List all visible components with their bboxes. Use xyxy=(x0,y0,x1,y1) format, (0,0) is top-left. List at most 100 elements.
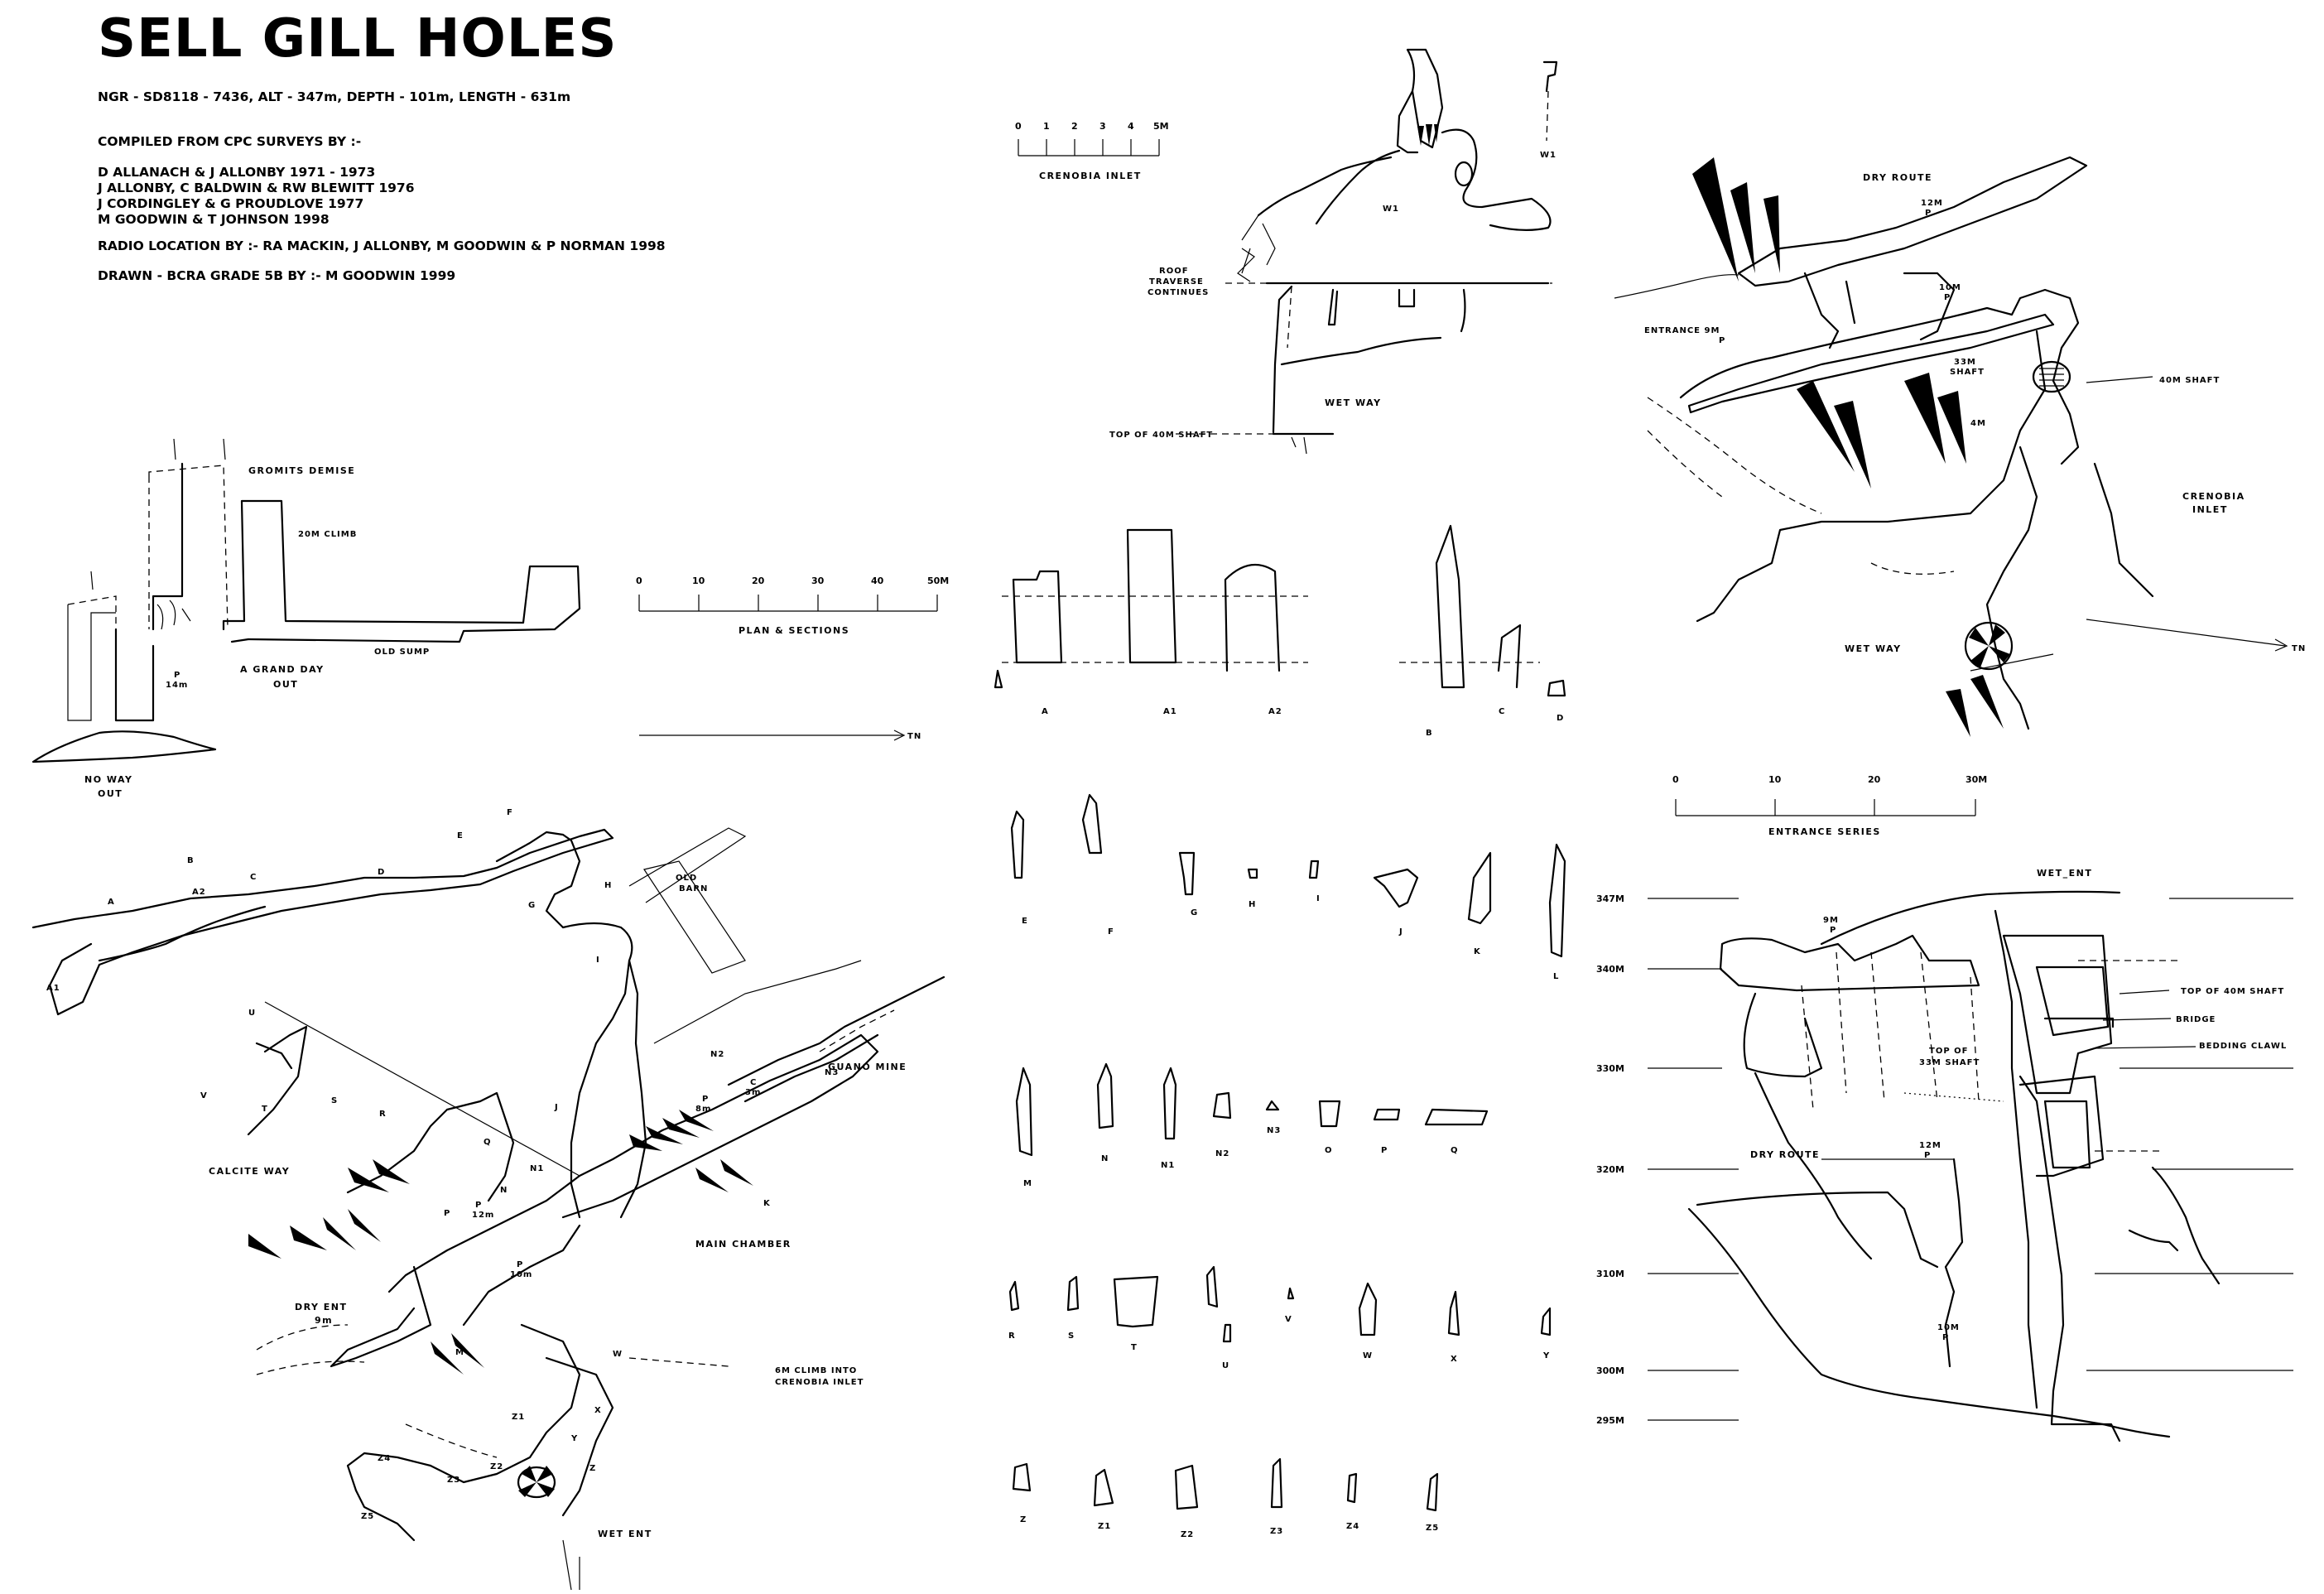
section-label: A GRAND DAY xyxy=(240,664,325,675)
section-label: W1 xyxy=(1383,205,1399,214)
pitch-label: 4M xyxy=(1970,419,1986,428)
map-label: WET WAY xyxy=(1845,643,1902,654)
altitude-label: 340M xyxy=(1596,964,1624,975)
north-arrow-label: TN xyxy=(907,732,921,741)
station-label: A1 xyxy=(46,984,60,993)
station-label: N3 xyxy=(825,1068,839,1077)
station-label: X xyxy=(594,1406,602,1415)
map-label: CRENOBIA INLET xyxy=(775,1378,864,1387)
station-label: N xyxy=(500,1186,508,1195)
pitch-label: 8m xyxy=(695,1105,711,1114)
pitch-label: P xyxy=(702,1095,709,1104)
entrance-series-plan: DRY ROUTE 12M P 10M P ENTRANCE 9M P 33M … xyxy=(1614,156,2305,737)
section-station-label: S xyxy=(1068,1332,1075,1341)
scale-tick-label: 0 xyxy=(636,575,642,586)
pitch-label: 3m xyxy=(745,1088,761,1097)
station-label: I xyxy=(596,956,600,965)
scale-tick-label: 1 xyxy=(1043,121,1050,132)
scale-tick-label: 3 xyxy=(1099,121,1106,132)
map-label: CALCITE WAY xyxy=(209,1166,290,1177)
section-station-label: Z5 xyxy=(1426,1524,1439,1533)
scale-tick-label: 2 xyxy=(1071,121,1078,132)
station-label: Z2 xyxy=(490,1462,503,1471)
station-label: P xyxy=(444,1209,450,1218)
station-label: A2 xyxy=(192,888,206,897)
altitude-label: 300M xyxy=(1596,1365,1624,1376)
pitch-label: 12m xyxy=(472,1211,494,1220)
map-label: 9m xyxy=(315,1315,333,1326)
station-label: T xyxy=(262,1105,268,1114)
station-label: Z3 xyxy=(447,1476,460,1485)
pitch-label: 10m xyxy=(510,1270,532,1279)
drawn-by: DRAWN - BCRA GRADE 5B BY :- M GOODWIN 19… xyxy=(98,268,456,283)
section-station-label: Q xyxy=(1451,1146,1459,1155)
scale-tick-label: 20 xyxy=(752,575,765,586)
roof-traverse-label: CONTINUES xyxy=(1148,288,1209,297)
section-label: WET WAY xyxy=(1325,397,1382,408)
section-station-label: E xyxy=(1022,917,1028,926)
section-label: OUT xyxy=(273,679,298,690)
map-label: 6M CLIMB INTO xyxy=(775,1366,857,1375)
map-label: BARN xyxy=(679,884,708,893)
station-label: Z1 xyxy=(512,1413,525,1422)
pitch-label: P xyxy=(1925,209,1932,218)
roof-traverse-label: TRAVERSE xyxy=(1149,277,1204,287)
survey-title: SELL GILL HOLES xyxy=(98,8,618,70)
map-label: MAIN CHAMBER xyxy=(695,1239,792,1250)
compiled-by: COMPILED FROM CPC SURVEYS BY :- xyxy=(98,134,362,149)
section-station-label: J xyxy=(1398,927,1403,937)
station-label: V xyxy=(200,1091,208,1100)
section-station-label: N xyxy=(1101,1154,1109,1163)
pitch-label: P xyxy=(517,1260,523,1269)
station-label: E xyxy=(457,831,464,840)
section-label: 20M CLIMB xyxy=(298,530,357,539)
pitch-label: P xyxy=(475,1201,482,1210)
entrance-series-elevation: 347M 340M 330M 320M 310M 300M 295M xyxy=(1596,868,2293,1442)
crenobia-scale-bar: 0 1 2 3 4 5M CRENOBIA INLET xyxy=(1015,121,1169,181)
surveyor-line: M GOODWIN & T JOHNSON 1998 xyxy=(98,212,330,227)
map-label: SHAFT xyxy=(1950,368,1985,377)
map-label: GUANO MINE xyxy=(828,1062,907,1072)
station-label: N1 xyxy=(530,1164,544,1173)
section-station-label: Y xyxy=(1542,1351,1550,1360)
scale-tick-label: 5M xyxy=(1153,121,1169,132)
section-station-label: P xyxy=(1381,1146,1388,1155)
section-station-label: A1 xyxy=(1163,707,1177,716)
map-label: DRY ROUTE xyxy=(1750,1149,1820,1160)
section-station-label: T xyxy=(1131,1343,1138,1352)
section-station-label: Z3 xyxy=(1270,1527,1283,1536)
section-station-label: O xyxy=(1325,1146,1333,1155)
section-label: GROMITS DEMISE xyxy=(248,465,355,476)
pitch-label: P xyxy=(1924,1151,1931,1160)
station-label: A xyxy=(108,898,115,907)
main-cave-plan: GUANO MINE OLD BARN CALCITE WAY MAIN CHA… xyxy=(31,808,945,1591)
surveyor-line: D ALLANACH & J ALLONBY 1971 - 1973 xyxy=(98,165,376,180)
section-label: TOP OF 40M SHAFT xyxy=(1109,431,1213,440)
section-station-label: G xyxy=(1191,908,1198,917)
entrance-series-scale-bar: 0 10 20 30M ENTRANCE SERIES xyxy=(1672,774,1987,837)
section-station-label: L xyxy=(1553,972,1559,981)
map-label: OLD xyxy=(676,874,697,883)
section-station-label: R xyxy=(1008,1332,1016,1341)
section-station-label: A2 xyxy=(1268,707,1282,716)
section-label: NO WAY xyxy=(84,774,132,785)
section-station-label: Z xyxy=(1020,1515,1027,1524)
station-label: J xyxy=(554,1103,559,1112)
pitch-label: P xyxy=(1944,293,1951,302)
pitch-label: 10M xyxy=(1937,1323,1960,1332)
map-label: 33M xyxy=(1954,358,1976,367)
section-label: OUT xyxy=(98,788,123,799)
grid-reference: NGR - SD8118 - 7436, ALT - 347m, DEPTH -… xyxy=(98,89,571,104)
section-station-label: D xyxy=(1557,714,1564,723)
section-station-label: I xyxy=(1316,894,1321,903)
altitude-label: 320M xyxy=(1596,1164,1624,1175)
section-station-label: N1 xyxy=(1161,1161,1175,1170)
pitch-label: 12M xyxy=(1921,199,1943,208)
section-station-label: W xyxy=(1363,1351,1373,1360)
altitude-label: 310M xyxy=(1596,1269,1624,1279)
section-station-label: M xyxy=(1023,1179,1032,1188)
map-label: WET ENT xyxy=(598,1529,652,1539)
surveyor-line: J ALLONBY, C BALDWIN & RW BLEWITT 1976 xyxy=(98,181,415,195)
